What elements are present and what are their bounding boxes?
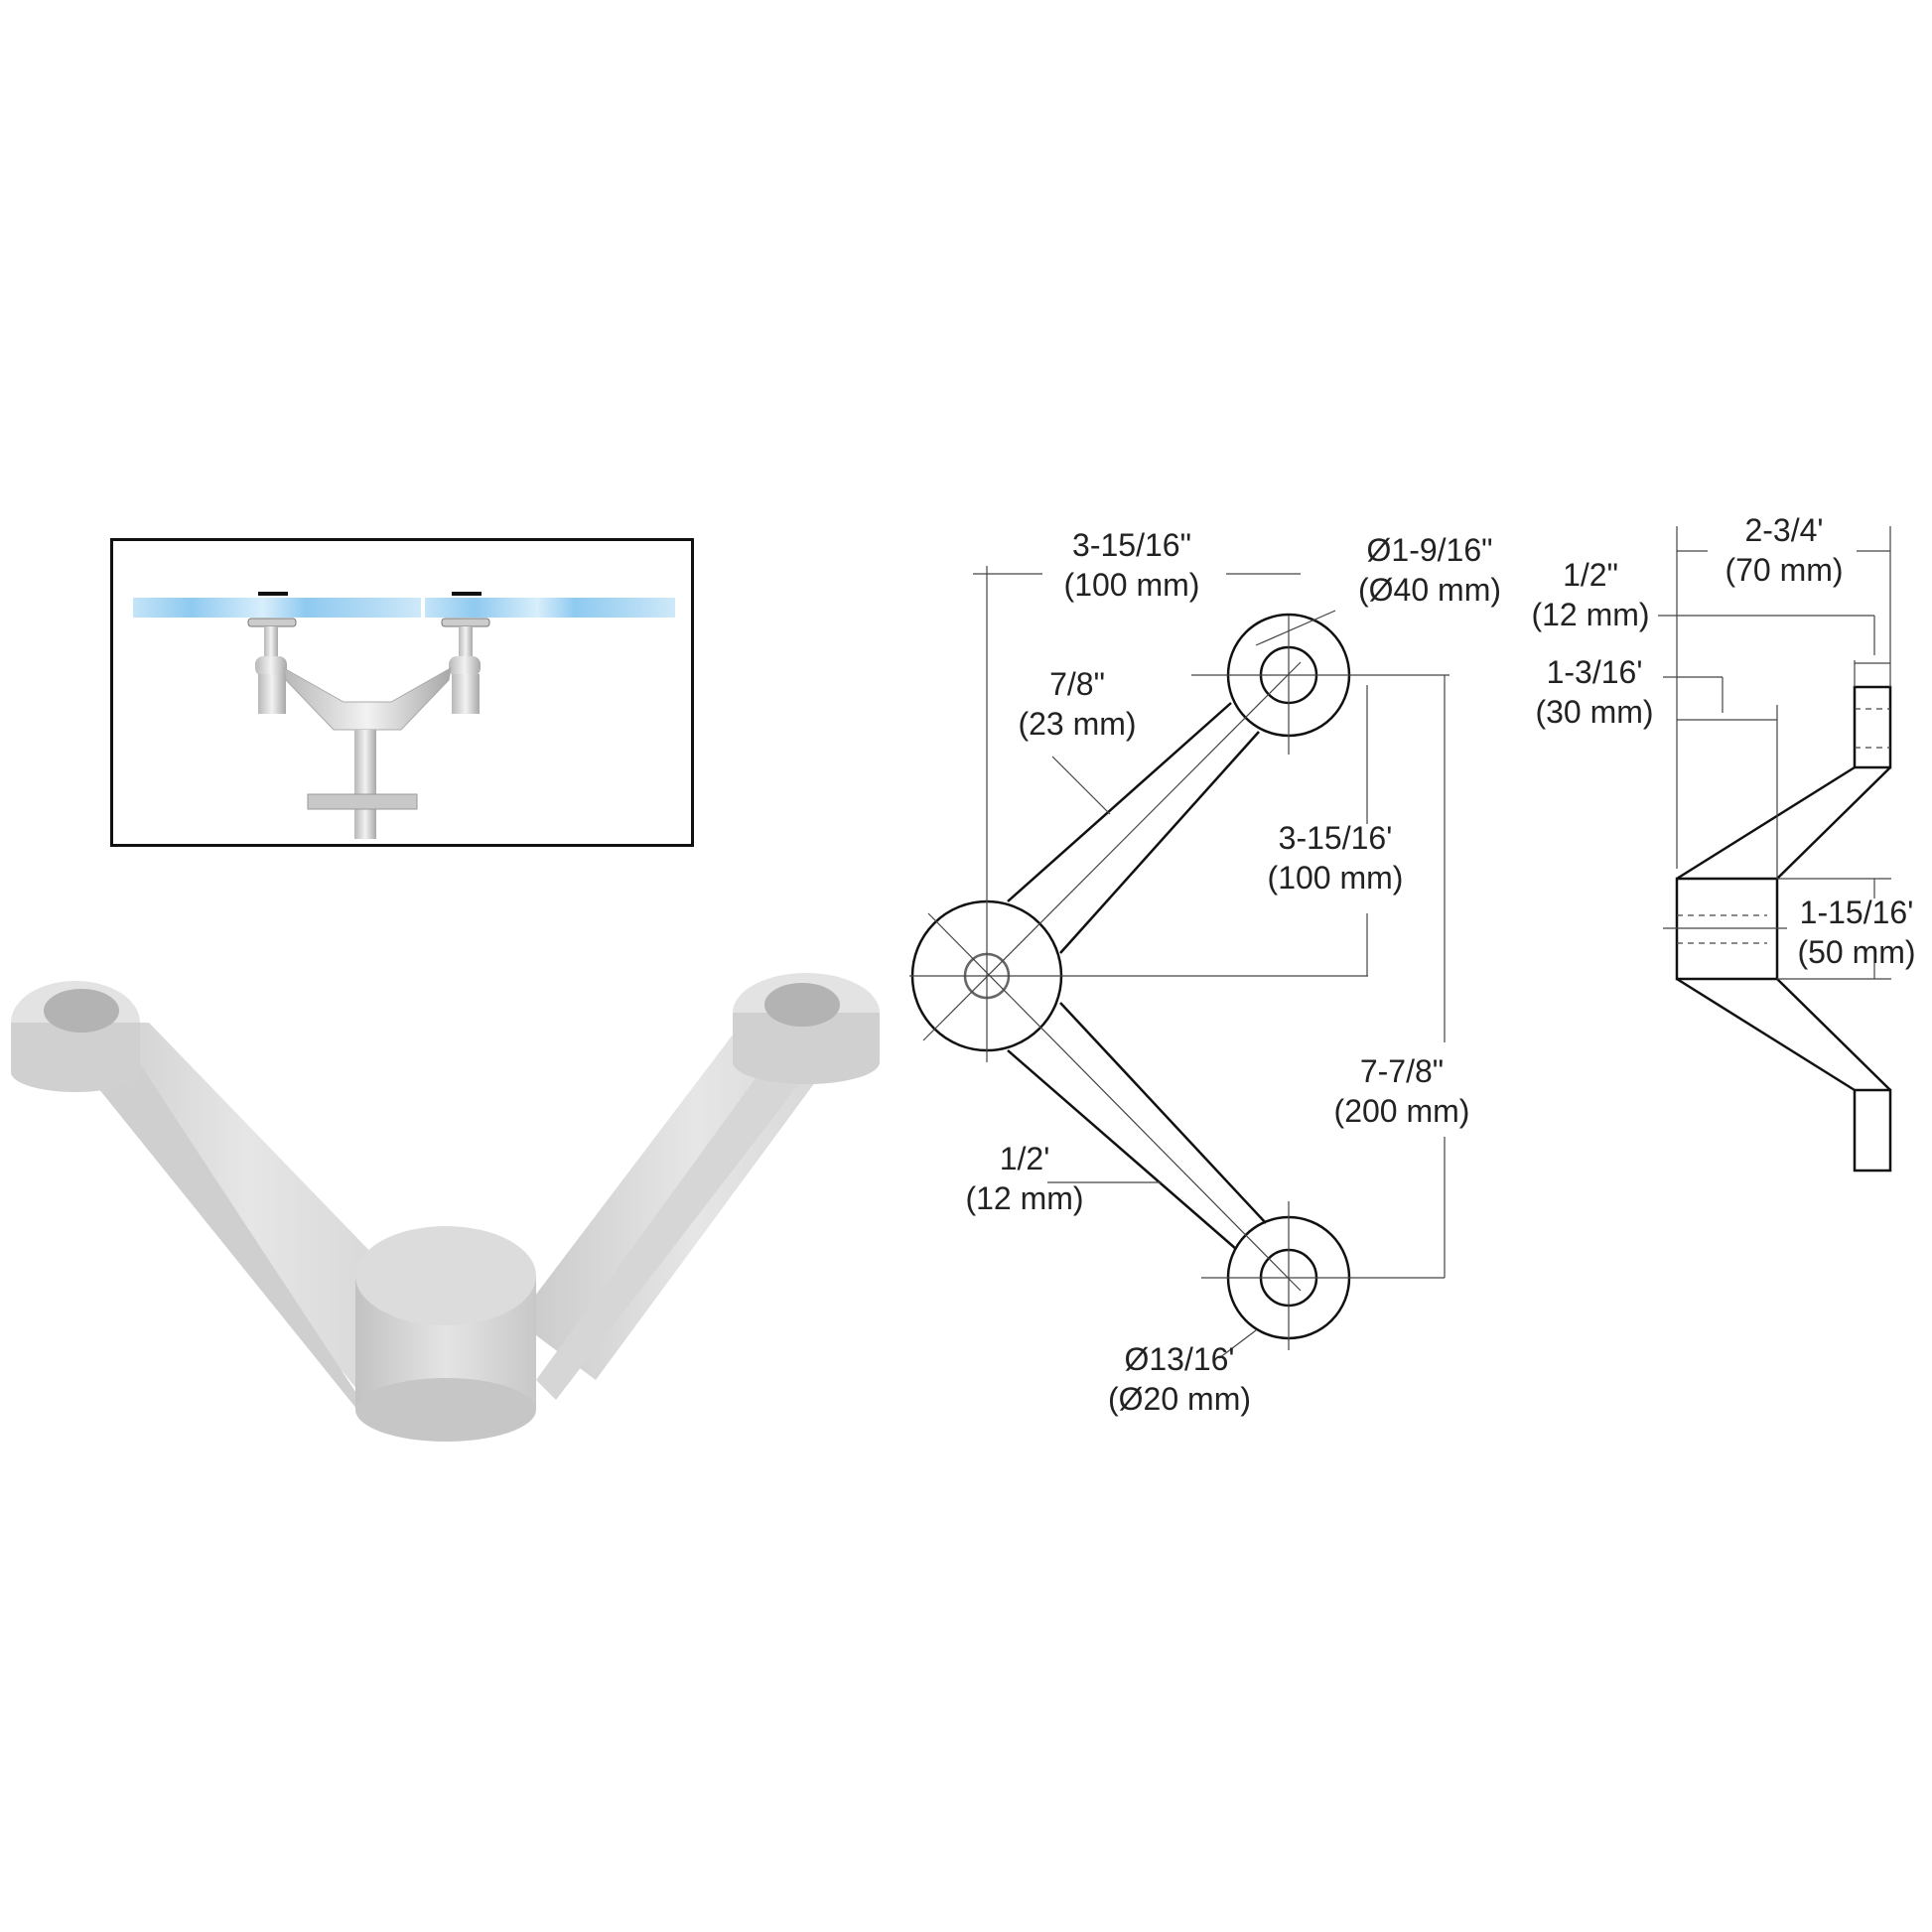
glass-pane-left: [133, 598, 421, 618]
dim-overall-height-metric: (200 mm): [1334, 1093, 1470, 1129]
glass-pane-right: [425, 598, 675, 618]
dim-boss-diameter-metric: (Ø40 mm): [1358, 572, 1501, 608]
dim-hub-depth-imperial: 1-3/16': [1547, 654, 1643, 690]
left-mount-hole: [44, 989, 119, 1033]
dim-thickness-metric: (12 mm): [965, 1180, 1083, 1216]
dim-vertical-span-imperial: 3-15/16': [1279, 820, 1393, 856]
dim-arm-span-imperial: 3-15/16": [1072, 527, 1191, 563]
dim-thickness-imperial: 1/2': [1000, 1141, 1050, 1176]
dim-vertical-span-metric: (100 mm): [1268, 860, 1404, 896]
installation-inset: [110, 538, 694, 847]
dim-boss-diameter-imperial: Ø1-9/16": [1367, 532, 1493, 568]
central-hub: [355, 1276, 536, 1410]
dim-arm-span-metric: (100 mm): [1064, 567, 1200, 603]
dim-arm-width-metric: (23 mm): [1018, 706, 1136, 742]
dim-hub-height-imperial: 1-15/16': [1800, 895, 1914, 930]
right-mount-hole: [764, 983, 840, 1027]
dim-hub-depth-metric: (30 mm): [1535, 694, 1653, 730]
dim-tip-thickness-metric: (12 mm): [1531, 597, 1649, 632]
dim-depth-metric: (70 mm): [1725, 552, 1843, 588]
dim-arm-width-imperial: 7/8": [1049, 666, 1105, 702]
dim-tip-thickness-imperial: 1/2": [1563, 557, 1618, 593]
dim-overall-height-imperial: 7-7/8": [1360, 1053, 1444, 1089]
dim-hub-height-metric: (50 mm): [1797, 934, 1915, 970]
mounting-plate: [307, 793, 418, 810]
installation-illustration: [133, 592, 675, 839]
spider-arms: [283, 667, 452, 731]
dim-hole-diameter-metric: (Ø20 mm): [1108, 1381, 1251, 1417]
dim-depth-imperial: 2-3/4': [1744, 512, 1823, 548]
dim-hole-diameter-imperial: Ø13/16': [1124, 1341, 1234, 1377]
